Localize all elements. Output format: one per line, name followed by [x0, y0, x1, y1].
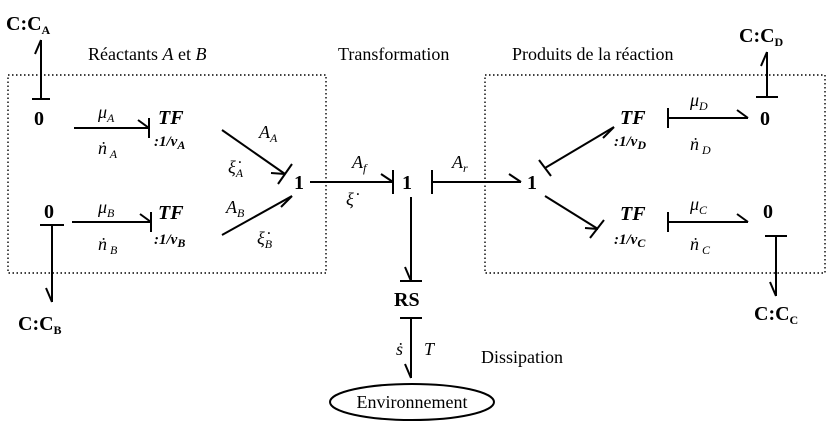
causal-stroke	[538, 159, 552, 177]
c-cc-node: C:CC	[754, 303, 798, 327]
tf-d-ratio: :1/νD	[614, 134, 646, 152]
c-cd-node: C:CD	[739, 25, 784, 49]
n-c-label: ṅ C	[690, 234, 711, 257]
half-arrow	[760, 51, 768, 67]
a-r-label: Ar	[451, 152, 468, 175]
one-left-node: 1	[294, 172, 304, 194]
half-arrow	[769, 281, 777, 297]
n-a-label: ṅ A	[98, 138, 118, 161]
a-a-label: AA	[258, 122, 278, 145]
zero-b-node: 0	[44, 201, 54, 223]
environment-label: Environnement	[357, 392, 468, 412]
a-b-label: AB	[225, 197, 245, 220]
half-arrow	[404, 266, 412, 282]
n-d-label: ṅ D	[690, 134, 711, 157]
xi-a-label: ξ̇A	[228, 157, 244, 180]
bond-tfb-1	[221, 195, 293, 236]
half-arrow	[404, 363, 412, 379]
mu-c-label: μC	[689, 194, 708, 217]
half-arrow	[45, 287, 53, 303]
mu-d-label: μD	[689, 90, 708, 113]
half-arrow	[508, 173, 522, 183]
products-title: Produits de la réaction	[512, 44, 673, 64]
half-arrow	[34, 39, 42, 55]
environment-ellipse	[329, 383, 495, 421]
dissipation-title: Dissipation	[481, 347, 563, 367]
tf-b-ratio: :1/νB	[154, 232, 185, 250]
xi-b-label: ξ̇B	[257, 228, 273, 251]
a-f-label: Af	[351, 152, 368, 175]
zero-d-node: 0	[760, 108, 770, 130]
tf-c-node: TF	[620, 203, 646, 225]
zero-a-node: 0	[34, 108, 44, 130]
half-arrow	[139, 213, 152, 223]
half-arrow	[380, 173, 394, 183]
reactants-box	[7, 74, 327, 274]
s-dot-label: ṡ	[396, 339, 403, 359]
products-box	[484, 74, 826, 274]
tf-a-node: TF	[158, 107, 184, 129]
transformation-title: Transformation	[338, 44, 449, 64]
rs-node: RS	[394, 289, 420, 311]
zero-c-node: 0	[763, 201, 773, 223]
bond-1right-tfc	[544, 195, 599, 230]
bond-1right-tfd	[544, 126, 615, 169]
bond-tfa-1	[221, 129, 286, 175]
t-label: T	[424, 339, 436, 359]
xi-label: ξ̇	[346, 189, 360, 209]
half-arrow	[137, 119, 150, 129]
c-ca-node: C:CA	[6, 13, 51, 37]
tf-a-ratio: :1/νA	[154, 134, 185, 152]
mu-b-label: μB	[97, 197, 115, 220]
mu-a-label: μA	[97, 102, 115, 125]
half-arrow	[736, 213, 749, 223]
tf-c-ratio: :1/νC	[614, 232, 646, 250]
half-arrow	[270, 172, 286, 175]
c-cb-node: C:CB	[18, 313, 62, 337]
one-right-node: 1	[527, 172, 537, 194]
half-arrow	[736, 109, 749, 119]
tf-d-node: TF	[620, 107, 646, 129]
half-arrow	[602, 126, 615, 139]
half-arrow	[584, 227, 599, 230]
reactants-title: Réactants A et B	[88, 44, 206, 64]
tf-b-node: TF	[158, 202, 184, 224]
n-b-label: ṅ B	[98, 234, 118, 257]
half-arrow	[280, 195, 293, 208]
one-mid-node: 1	[402, 172, 412, 194]
